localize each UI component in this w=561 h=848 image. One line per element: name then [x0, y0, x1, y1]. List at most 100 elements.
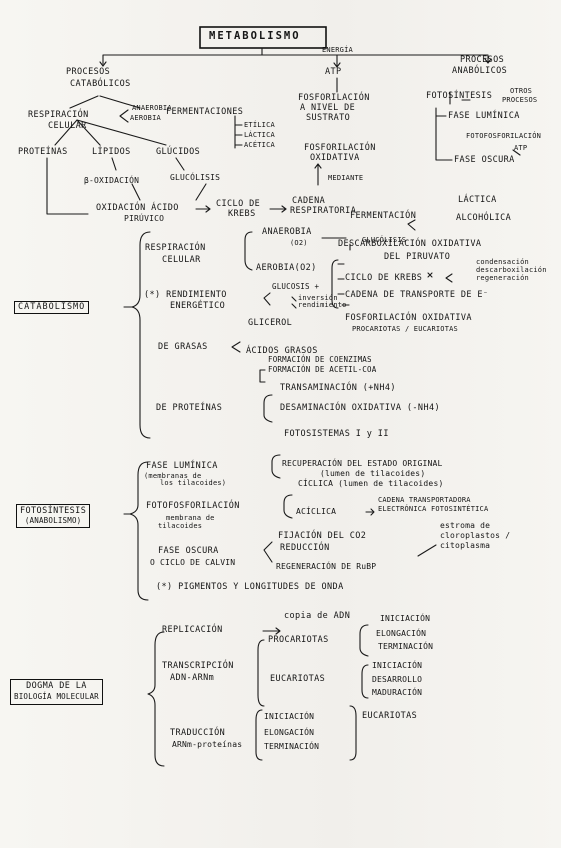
cat-aerobia: AEROBIA(O2)	[256, 263, 317, 273]
lipidos-label: LÍPIDOS	[92, 147, 131, 157]
ferm-etilica: ETÍLICA	[244, 121, 275, 129]
atp-label: ATP	[325, 67, 342, 77]
fs-membrana-1: membrana de	[166, 514, 215, 522]
cat-glicerol: GLICEROL	[248, 318, 293, 328]
dg-procariotas: PROCARIOTAS	[268, 635, 329, 645]
fosf-sustrato-3: SUSTRATO	[306, 113, 351, 123]
dg-euc-step-1: INICIACIÓN	[372, 661, 423, 670]
ciclo-krebs-1: CICLO DE	[216, 199, 261, 209]
oxidacion-acido-2: PIRÚVICO	[124, 214, 165, 223]
dg-transcripcion-2: ADN-ARNm	[170, 673, 215, 683]
atp-top2: ATP	[514, 144, 528, 152]
fotofosforilacion-top: FOTOFOSFORILACIÓN	[466, 132, 542, 140]
fosf-sustrato-1: FOSFORILACIÓN	[298, 93, 370, 103]
fotosintesis-box-line2: (ANABOLISMO)	[24, 516, 82, 525]
title-box	[199, 26, 327, 49]
otros-procesos-1: OTROS	[510, 87, 533, 95]
cat-anaerobia: ANAEROBIA	[262, 227, 312, 237]
fosf-sustrato-2: A NIVEL DE	[300, 103, 356, 113]
ciclo-krebs-2: KREBS	[228, 209, 256, 219]
cat-fermentacion: FERMENTACIÓN	[350, 211, 417, 221]
fs-aciclica: ACÍCLICA	[296, 507, 337, 516]
krebs-step-3: regeneración	[476, 274, 529, 282]
cadena-1: CADENA	[292, 196, 326, 206]
fs-fase-oscura-1: FASE OSCURA	[158, 546, 219, 556]
cadena-2: RESPIRATORIA	[290, 206, 357, 216]
cat-alcoholica: ALCOHÓLICA	[456, 213, 512, 223]
cat-acidos-grasos: ÁCIDOS GRASOS	[246, 346, 318, 356]
fs-membranas-1: (membranas de	[144, 472, 202, 480]
fotosintesis-top: FOTOSÍNTESIS	[426, 91, 493, 101]
fermentaciones-label: FERMENTACIONES	[166, 107, 244, 117]
respiracion-line1: RESPIRACIÓN	[28, 110, 89, 120]
respiracion-line2: CELULAR	[48, 121, 87, 131]
fs-regeneracion: REGENERACIÓN DE RuBP	[276, 562, 377, 571]
cat-glucolisis: GLUCÓLISIS	[362, 236, 407, 244]
fs-membrana-2: tilacoides	[158, 522, 203, 530]
krebs-step-2: descarboxilación	[476, 266, 547, 274]
fotosintesis-box: FOTOSÍNTESIS (ANABOLISMO)	[16, 504, 91, 528]
dg-traduccion-1: TRADUCCIÓN	[170, 728, 226, 738]
glucidos-label: GLÚCIDOS	[156, 147, 201, 157]
cat-inversion: inversión	[298, 294, 338, 302]
cat-glucosis: GLUCOSIS +	[272, 282, 320, 291]
dg-pro-step-1: INICIACIÓN	[380, 614, 431, 623]
otros-procesos-2: PROCESOS	[502, 96, 538, 104]
dogma-box: DOGMA DE LA BIOLOGÍA MOLECULAR	[10, 679, 103, 705]
dg-trad-step-1: INICIACIÓN	[264, 712, 315, 721]
catabolicos-line2: CATABÓLICOS	[70, 79, 131, 89]
dg-eucariotas2: EUCARIOTAS	[362, 711, 418, 721]
fase-oscura-top: FASE OSCURA	[454, 155, 515, 165]
cat-formacion-acetil: FORMACIÓN DE ACETIL-COA	[268, 365, 377, 374]
ferm-acetica: ACÉTICA	[244, 141, 275, 149]
fosf-oxidativa-1: FOSFORILACIÓN	[304, 143, 376, 153]
cat-descarbox-2: DEL PIRUVATO	[384, 252, 451, 262]
anabolicos-line2: ANABÓLICOS	[452, 66, 508, 76]
dg-eucariotas: EUCARIOTAS	[270, 674, 326, 684]
fs-membranas-2: los tilacoides)	[160, 479, 227, 487]
fs-pigmentos: (*) PIGMENTOS Y LONGITUDES DE ONDA	[156, 582, 344, 592]
dogma-box-line1: DOGMA DE LA	[26, 681, 87, 691]
cat-de-proteinas: DE PROTEÍNAS	[156, 403, 223, 413]
dogma-box-line2: BIOLOGÍA MOLECULAR	[14, 692, 99, 701]
dg-pro-step-3: TERMINACIÓN	[378, 642, 434, 651]
fs-estroma-2: cloroplastos /	[440, 531, 511, 540]
fs-reduccion: REDUCCIÓN	[280, 543, 330, 553]
dg-euc-step-2: DESARROLLO	[372, 675, 423, 684]
glucolisis-label: GLUCÓLISIS	[170, 173, 221, 182]
dg-traduccion-2: ARNm-proteínas	[172, 740, 243, 749]
dg-copia: copia de ADN	[284, 611, 351, 621]
cat-descarbox-1: DESCARBOXILACIÓN OXIDATIVA	[338, 239, 482, 249]
cat-lactica: LÁCTICA	[458, 195, 497, 205]
cat-anaerobia-o2: (O2)	[290, 239, 308, 247]
mediante-label: MEDIANTE	[328, 174, 364, 182]
cat-rendimiento-1: (*) RENDIMIENTO	[144, 290, 227, 300]
cat-pro-euc: PROCARIOTAS / EUCARIOTAS	[352, 325, 458, 333]
fs-cadena-1: CADENA TRANSPORTADORA	[378, 496, 471, 504]
cat-rendimiento-2: ENERGÉTICO	[170, 301, 226, 311]
fs-fijacion: FIJACIÓN DEL CO2	[278, 531, 367, 541]
beta-oxidacion-label: β-OXIDACIÓN	[84, 176, 140, 185]
fs-cadena-2: ELECTRÓNICA FOTOSINTÉTICA	[378, 505, 489, 513]
cat-cadena-transporte: CADENA DE TRANSPORTE DE E⁻	[345, 290, 489, 300]
cat-formacion-coenzimas: FORMACIÓN DE COENZIMAS	[268, 355, 372, 364]
dg-pro-step-2: ELONGACIÓN	[376, 629, 427, 638]
aerobia-label: AEROBIA	[130, 114, 161, 122]
dg-transcripcion-1: TRANSCRIPCIÓN	[162, 661, 234, 671]
fs-recuperacion-1: RECUPERACIÓN DEL ESTADO ORIGINAL	[282, 459, 443, 468]
fs-fase-oscura-2: O CICLO DE CALVIN	[150, 558, 236, 567]
cat-respiracion-1: RESPIRACIÓN	[145, 243, 206, 253]
catabolismo-box: CATABOLISMO	[14, 301, 90, 314]
dg-euc-step-3: MADURACIÓN	[372, 688, 423, 697]
fosf-oxidativa-2: OXIDATIVA	[310, 153, 360, 163]
page-title: METABOLISMO	[209, 30, 301, 42]
fs-fotosistemas: FOTOSISTEMAS I y II	[284, 429, 389, 439]
fs-estroma-1: estroma de	[440, 521, 491, 530]
cat-de-grasas: DE GRASAS	[158, 342, 208, 352]
dg-trad-step-2: ELONGACIÓN	[264, 728, 315, 737]
fase-luminica-top: FASE LUMÍNICA	[448, 111, 520, 121]
cat-desaminacion: DESAMINACIÓN OXIDATIVA (-NH4)	[280, 403, 441, 413]
ferm-lactica: LÁCTICA	[244, 131, 275, 139]
proteinas-label: PROTEÍNAS	[18, 147, 68, 157]
